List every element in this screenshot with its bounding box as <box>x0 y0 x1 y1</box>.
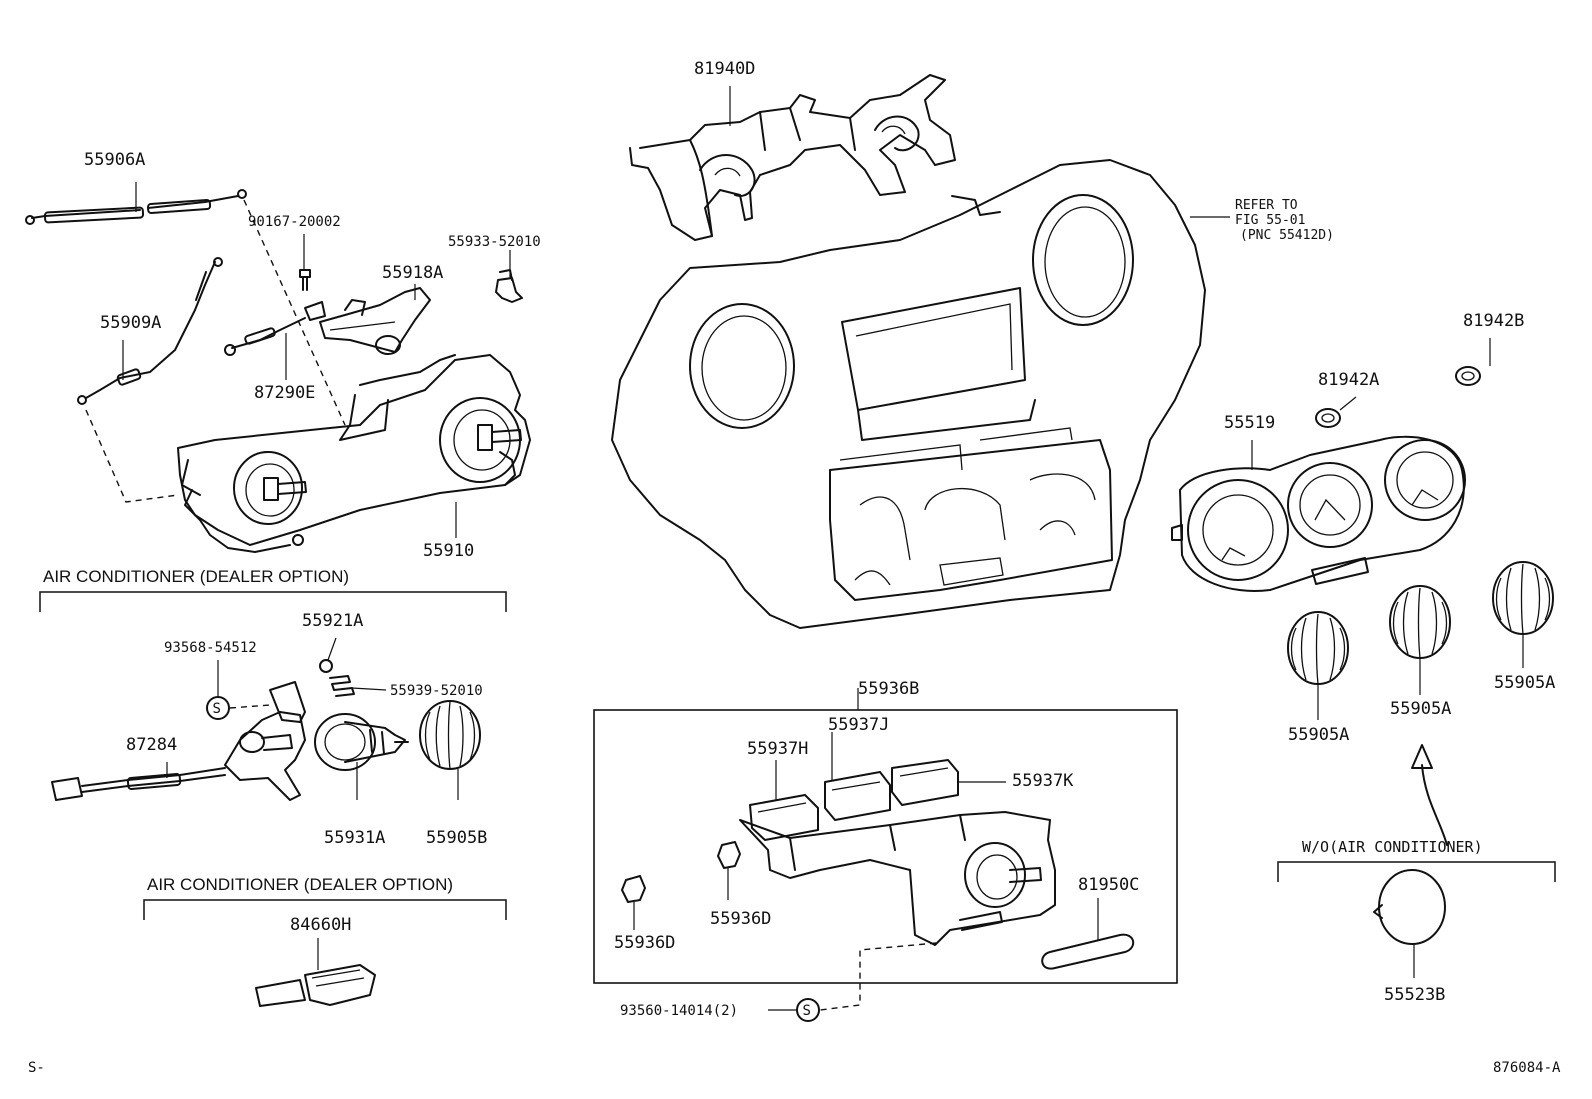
heater-control-panel-55519 <box>1171 435 1466 592</box>
figure-code: 876084-A <box>1493 1060 1561 1076</box>
label-55909A: 55909A <box>100 313 161 333</box>
group-wo-air-conditioner: W/O(AIR CONDITIONER) <box>1302 838 1483 856</box>
s-mark-label: S <box>213 701 221 717</box>
label-93560-14014: 93560-14014(2) <box>620 1003 738 1019</box>
cap-81942B <box>1455 366 1481 386</box>
label-55905A-3: 55905A <box>1494 673 1555 693</box>
label-81950C: 81950C <box>1078 875 1139 895</box>
control-assembly-55936B <box>739 759 1056 946</box>
harness-87284 <box>51 681 306 801</box>
switch-84660H <box>255 964 376 1007</box>
bracket-wo-air-conditioner <box>1277 861 1556 882</box>
label-55906A: 55906A <box>84 150 145 170</box>
spring-55939-52010 <box>329 675 355 697</box>
cap-81942A <box>1315 408 1341 428</box>
label-55936B: 55936B <box>858 679 919 699</box>
label-55918A: 55918A <box>382 263 443 283</box>
label-81940D: 81940D <box>694 59 755 79</box>
label-55910: 55910 <box>423 541 474 561</box>
bulb-55921A <box>319 659 333 673</box>
cap-55523B <box>1373 869 1446 945</box>
leader-lines <box>122 86 1524 1011</box>
label-55936D-left: 55936D <box>614 933 675 953</box>
group-ac-dealer-option-2: AIR CONDITIONER (DEALER OPTION) <box>147 875 453 894</box>
label-81942A: 81942A <box>1318 370 1379 390</box>
lever-55918A <box>319 287 431 355</box>
cable-55909A <box>77 257 223 405</box>
box-55936B <box>593 709 1178 984</box>
label-55933-52010: 55933-52010 <box>448 234 541 250</box>
s-mark-label-2: S <box>803 1003 811 1019</box>
s-mark-93568-54512: S <box>206 696 230 720</box>
refer-line-3: (PNC 55412D) <box>1240 228 1334 243</box>
knob-55905B <box>419 700 481 770</box>
rod-87290E <box>224 301 326 356</box>
heater-control-assembly-55910 <box>177 354 531 553</box>
label-55523B: 55523B <box>1384 985 1445 1005</box>
refer-line-1: REFER TO <box>1235 198 1298 213</box>
refer-line-2: FIG 55-01 <box>1235 213 1305 228</box>
s-mark-93560-14014: S <box>796 998 820 1022</box>
group-ac-dealer-option-1: AIR CONDITIONER (DEALER OPTION) <box>43 567 349 586</box>
label-87284: 87284 <box>126 735 177 755</box>
label-55905A-2: 55905A <box>1390 699 1451 719</box>
label-87290E: 87290E <box>254 383 315 403</box>
label-55937H: 55937H <box>747 739 808 759</box>
label-90167-20002: 90167-20002 <box>248 214 341 230</box>
lens-81950C <box>1041 933 1135 970</box>
label-55905A-1: 55905A <box>1288 725 1349 745</box>
bracket-ac-dealer-option-1 <box>39 591 507 612</box>
knob-55905A-2 <box>1389 585 1451 659</box>
footer-left-code: S- <box>28 1060 45 1076</box>
cable-55906A <box>25 189 247 225</box>
label-93568-54512: 93568-54512 <box>164 640 257 656</box>
label-55939-52010: 55939-52010 <box>390 683 483 699</box>
label-55905B: 55905B <box>426 828 487 848</box>
knob-55905A-1 <box>1287 611 1349 685</box>
center-cluster-panel <box>611 159 1206 629</box>
label-55931A: 55931A <box>324 828 385 848</box>
knob-55905A-3 <box>1492 561 1554 635</box>
vent-duct-bracket-81940D <box>629 74 956 241</box>
bulb-55936D-left <box>621 875 646 903</box>
clip-55933-52010 <box>495 269 523 303</box>
screw-90167-20002 <box>299 269 311 291</box>
pointer-arrow <box>1411 744 1448 846</box>
switch-55931A <box>314 713 409 771</box>
label-55921A: 55921A <box>302 611 363 631</box>
label-81942B: 81942B <box>1463 311 1524 331</box>
bulb-55936D-right <box>717 841 741 869</box>
label-84660H: 84660H <box>290 915 351 935</box>
dashed-routing <box>85 199 937 1011</box>
bracket-ac-dealer-option-2 <box>143 899 507 920</box>
label-55936D-right: 55936D <box>710 909 771 929</box>
label-55937K: 55937K <box>1012 771 1074 791</box>
label-55937J: 55937J <box>828 715 889 735</box>
label-55519: 55519 <box>1224 413 1275 433</box>
